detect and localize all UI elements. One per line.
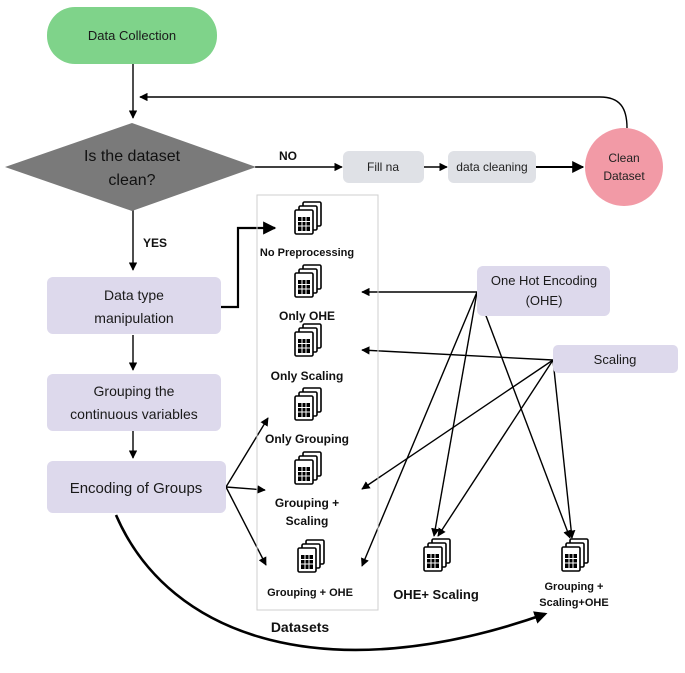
- decision-node: Is the dataset clean?: [5, 123, 256, 211]
- encoding-groups-node: Encoding of Groups: [47, 461, 226, 513]
- edge-ohe-to-oheScaling: [431, 291, 478, 537]
- dataset-no-preprocessing: No Preprocessing: [260, 201, 354, 259]
- dataset-no-preprocessing-icon: [294, 201, 322, 235]
- ohe-line2: (OHE): [526, 293, 563, 308]
- datasets-title: Datasets: [271, 619, 330, 635]
- clean-dataset-line1: Clean: [608, 151, 639, 165]
- fill-na-label: Fill na: [367, 160, 399, 174]
- dataset-no-preprocessing-label: No Preprocessing: [260, 247, 354, 259]
- edge-encoding-to-groupingscaling: [225, 485, 266, 494]
- dataset-only-scaling-icon: [294, 323, 322, 357]
- dataset-only-scaling: Only Scaling: [271, 323, 344, 383]
- dataset-ohe-scaling: OHE+ Scaling: [393, 538, 479, 602]
- dataset-grouping-scaling: Grouping + Scaling: [275, 451, 339, 528]
- dataset-only-grouping-label: Only Grouping: [265, 432, 349, 446]
- fill-na-node: Fill na: [343, 151, 424, 183]
- data-type-line2: manipulation: [94, 310, 173, 326]
- edge-scaling-to-oheScaling: [437, 359, 554, 537]
- edge-scaling-to-groupingscaling: [361, 359, 554, 490]
- dataset-grouping-scaling-line1: Grouping +: [275, 496, 339, 510]
- data-type-manipulation-node: Data type manipulation: [47, 277, 221, 334]
- data-collection-node: Data Collection: [47, 7, 217, 64]
- dataset-only-grouping: Only Grouping: [265, 387, 349, 446]
- dataset-only-scaling-label: Only Scaling: [271, 369, 344, 383]
- dataset-grouping-ohe-icon: [297, 539, 325, 573]
- scaling-label: Scaling: [594, 352, 637, 367]
- edge-ohe-to-groupingohe: [361, 291, 478, 567]
- connectors: [114, 64, 628, 652]
- edge-scaling-to-onlyscaling: [361, 346, 554, 361]
- data-cleaning-label: data cleaning: [456, 160, 527, 174]
- dataset-grouping-scaling-line2: Scaling: [286, 514, 329, 528]
- data-collection-label: Data Collection: [88, 28, 176, 43]
- edge-feedback-loop: [139, 92, 628, 129]
- dataset-grouping-scaling-ohe-icon: [561, 538, 589, 572]
- ohe-line1: One Hot Encoding: [491, 273, 597, 288]
- dataset-only-ohe: Only OHE: [279, 264, 335, 323]
- grouping-continuous-line1: Grouping the: [94, 383, 175, 399]
- dataset-ohe-scaling-icon: [423, 538, 451, 572]
- grouping-continuous-line2: continuous variables: [70, 406, 198, 422]
- edge-encoding-to-onlygrouping: [225, 417, 269, 488]
- dataset-only-ohe-label: Only OHE: [279, 309, 335, 323]
- clean-dataset-node: Clean Dataset: [585, 128, 663, 206]
- dataset-grouping-ohe: Grouping + OHE: [267, 539, 353, 599]
- dataset-grouping-scaling-ohe: Grouping + Scaling+OHE: [539, 538, 609, 609]
- clean-dataset-line2: Dataset: [603, 169, 645, 183]
- edge-ohe-to-final: [476, 291, 572, 539]
- dataset-only-grouping-icon: [294, 387, 322, 421]
- data-cleaning-node: data cleaning: [448, 151, 536, 183]
- edge-no-label: NO: [279, 149, 297, 163]
- datasets-group: Datasets No Preprocessing Only OHE Only …: [256, 194, 379, 635]
- decision-label-line1: Is the dataset: [84, 148, 181, 165]
- edge-yes-label: YES: [143, 236, 167, 250]
- grouping-continuous-node: Grouping the continuous variables: [47, 374, 221, 431]
- scaling-node: Scaling: [553, 345, 678, 373]
- one-hot-encoding-node: One Hot Encoding (OHE): [477, 266, 610, 316]
- dataset-grouping-ohe-label: Grouping + OHE: [267, 587, 353, 599]
- dataset-grouping-scaling-icon: [294, 451, 322, 485]
- data-type-line1: Data type: [104, 287, 164, 303]
- edge-encoding-to-final-curve: [114, 514, 548, 652]
- dataset-ohe-scaling-label: OHE+ Scaling: [393, 587, 479, 602]
- edge-datatype-to-nopre: [220, 221, 277, 309]
- dataset-grouping-scaling-ohe-line2: Scaling+OHE: [539, 597, 608, 609]
- decision-label-line2: clean?: [108, 172, 155, 189]
- dataset-grouping-scaling-ohe-line1: Grouping +: [545, 581, 604, 593]
- encoding-groups-label: Encoding of Groups: [70, 480, 203, 497]
- edge-scaling-to-final: [552, 359, 576, 539]
- edge-encoding-to-groupingohe: [225, 486, 267, 566]
- dataset-only-ohe-icon: [294, 264, 322, 298]
